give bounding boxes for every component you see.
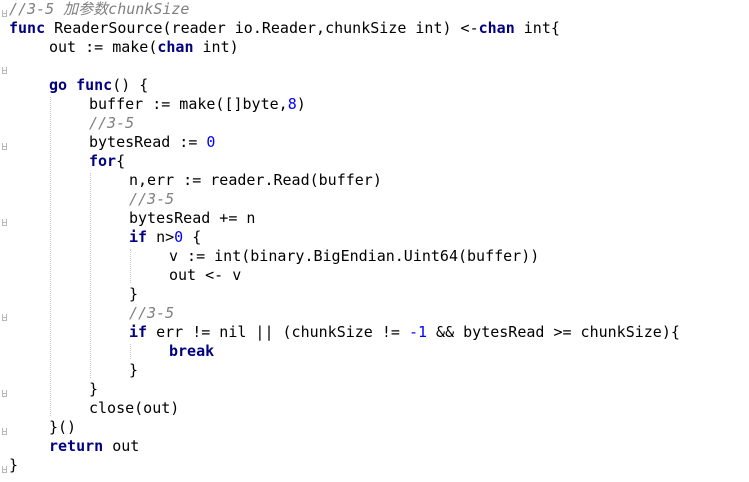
code-line[interactable]: out := make(chan int) — [9, 38, 747, 57]
indent-guide — [130, 249, 131, 283]
keyword-token: if — [129, 323, 148, 341]
code-line[interactable]: close(out) — [9, 399, 747, 418]
code-token: bytesRead += n — [129, 209, 256, 227]
code-token: buffer := make([]byte, — [89, 95, 288, 113]
fold-marker-icon[interactable] — [2, 466, 7, 473]
code-line[interactable]: }() — [9, 418, 747, 437]
code-token: bytesRead := — [89, 133, 207, 151]
code-token: } — [129, 361, 139, 379]
fold-marker-icon[interactable] — [2, 219, 7, 226]
keyword-token: if — [129, 228, 148, 246]
keyword-token: func — [76, 76, 113, 94]
code-token: out — [103, 437, 140, 455]
code-line[interactable]: return out — [9, 437, 747, 456]
code-line[interactable]: if err != nil || (chunkSize != -1 && byt… — [9, 323, 747, 342]
keyword-token: return — [49, 437, 104, 455]
number-token: 0 — [174, 228, 184, 246]
code-line[interactable]: v := int(binary.BigEndian.Uint64(buffer)… — [9, 247, 747, 266]
keyword-token: break — [169, 342, 215, 360]
indent-guide — [90, 173, 91, 378]
number-token: -1 — [408, 323, 428, 341]
keyword-token: chan — [478, 19, 515, 37]
code-token: { — [116, 152, 126, 170]
fold-gutter — [0, 0, 9, 482]
code-token: out := make( — [49, 38, 158, 56]
code-line[interactable]: //3-5 — [9, 114, 747, 133]
number-token: 8 — [287, 95, 297, 113]
fold-marker-icon[interactable] — [2, 428, 7, 435]
code-line[interactable]: bytesRead += n — [9, 209, 747, 228]
code-token: ReaderSource(reader io.Reader,chunkSize … — [45, 19, 479, 37]
code-token: } — [129, 285, 139, 303]
code-line[interactable] — [9, 57, 747, 76]
code-token: err != nil || (chunkSize != — [147, 323, 409, 341]
fold-marker-icon[interactable] — [2, 314, 7, 321]
code-token: ) — [296, 95, 306, 113]
keyword-token: func — [9, 19, 46, 37]
code-token: } — [9, 456, 19, 474]
code-line[interactable]: //3-5 — [9, 304, 747, 323]
code-line[interactable]: //3-5 加参数chunkSize — [9, 0, 747, 19]
code-token: && bytesRead >= chunkSize){ — [427, 323, 680, 341]
code-token: n,err := reader.Read(buffer) — [129, 171, 382, 189]
code-line[interactable]: //3-5 — [9, 190, 747, 209]
code-line[interactable]: if n>0 { — [9, 228, 747, 247]
code-token: int{ — [514, 19, 560, 37]
code-line[interactable]: go func() { — [9, 76, 747, 95]
code-token: } — [89, 380, 99, 398]
code-token: out <- v — [169, 266, 242, 284]
code-line[interactable]: } — [9, 456, 747, 475]
code-line[interactable]: } — [9, 285, 747, 304]
code-line[interactable]: for{ — [9, 152, 747, 171]
indent-guide — [130, 344, 131, 359]
code-token: int) — [193, 38, 239, 56]
fold-marker-icon[interactable] — [2, 143, 7, 150]
number-token: 0 — [206, 133, 216, 151]
code-line[interactable]: break — [9, 342, 747, 361]
code-token: n> — [147, 228, 175, 246]
indent-guide — [50, 97, 51, 416]
comment-token: //3-5 — [129, 190, 175, 208]
code-token: close(out) — [89, 399, 180, 417]
fold-marker-icon[interactable] — [2, 10, 7, 17]
fold-marker-icon[interactable] — [2, 390, 7, 397]
code-line[interactable]: func ReaderSource(reader io.Reader,chunk… — [9, 19, 747, 38]
keyword-token: go — [49, 76, 68, 94]
code-token: }() — [49, 418, 77, 436]
comment-token: //3-5 加参数chunkSize — [9, 0, 190, 18]
code-token: () { — [112, 76, 149, 94]
comment-token: //3-5 — [89, 114, 135, 132]
code-token: { — [183, 228, 202, 246]
fold-marker-icon[interactable] — [2, 67, 7, 74]
code-line[interactable]: out <- v — [9, 266, 747, 285]
keyword-token: for — [89, 152, 117, 170]
code-token — [67, 76, 76, 94]
code-token: v := int(binary.BigEndian.Uint64(buffer)… — [169, 247, 540, 265]
comment-token: //3-5 — [129, 304, 175, 322]
code-line[interactable]: n,err := reader.Read(buffer) — [9, 171, 747, 190]
code-line[interactable]: buffer := make([]byte,8) — [9, 95, 747, 114]
keyword-token: chan — [157, 38, 194, 56]
code-line[interactable]: bytesRead := 0 — [9, 133, 747, 152]
code-line[interactable]: } — [9, 380, 747, 399]
code-line[interactable]: } — [9, 361, 747, 380]
